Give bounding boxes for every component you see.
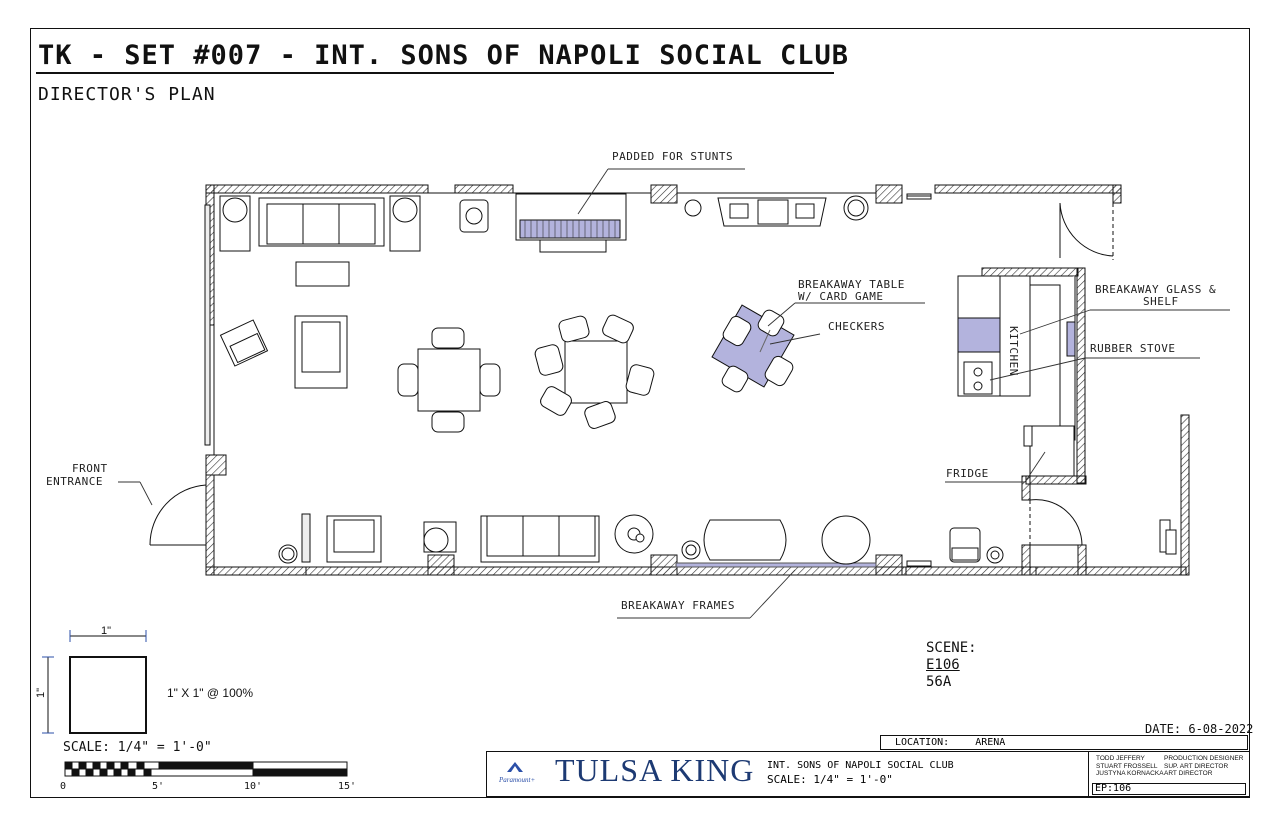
breakaway-frames-label: BREAKAWAY FRAMES	[621, 599, 735, 612]
scene-sub: 56A	[926, 674, 952, 690]
location-label: LOCATION:	[895, 737, 950, 748]
plan-annotations: PADDED FOR STUNTS BREAKAWAY TABLE W/ CAR…	[46, 150, 1216, 612]
credit-role: SUP. ART DIRECTOR	[1164, 762, 1229, 770]
furniture-bottom	[278, 513, 1004, 565]
credit-role: PRODUCTION DESIGNER	[1164, 755, 1244, 762]
title-block-set-name: INT. SONS OF NAPOLI SOCIAL CLUB	[767, 760, 954, 771]
title-block	[486, 751, 1250, 797]
kitchen-block	[957, 275, 1076, 477]
reference-box: 1" 1"	[35, 625, 147, 734]
title-underline	[36, 72, 834, 74]
rubber-stove-label: RUBBER STOVE	[1090, 342, 1175, 355]
scale-tick-0: 0	[60, 781, 67, 792]
front-label: FRONT	[72, 462, 108, 475]
scale-tick-15: 15'	[338, 781, 357, 792]
scale-tick-5: 5'	[152, 781, 165, 792]
title-block-scale: SCALE: 1/4" = 1'-0"	[767, 773, 893, 786]
location-value: ARENA	[975, 737, 1006, 748]
fridge-label: FRIDGE	[946, 467, 989, 480]
doors	[149, 202, 1177, 555]
scale-tick-10: 10'	[244, 781, 263, 792]
drawing-sheet	[30, 28, 1250, 798]
logo-text: Paramount+	[498, 776, 536, 784]
scene-number: E106	[926, 657, 960, 673]
breakaway-glass-label: BREAKAWAY GLASS &	[1095, 283, 1216, 296]
dining-tables	[397, 304, 795, 433]
breakaway-table-label: BREAKAWAY TABLE	[798, 278, 905, 291]
credit-name: JUSTYNA KORNACKA	[1096, 770, 1164, 777]
scene-info: SCENE: E106 56A	[926, 640, 977, 691]
furniture-left	[219, 315, 348, 389]
location-box: LOCATION: ARENA	[880, 735, 1248, 750]
dim-horizontal: 1"	[101, 625, 111, 637]
furniture-top	[219, 193, 869, 287]
scale-bar	[64, 761, 348, 777]
scale-bar-label: SCALE: 1/4" = 1'-0"	[63, 740, 212, 755]
sheet-subtitle: DIRECTOR'S PLAN	[38, 84, 216, 105]
padded-label: PADDED FOR STUNTS	[612, 150, 733, 163]
shelf-label: SHELF	[1143, 295, 1179, 308]
show-name: TULSA KING	[555, 752, 755, 788]
credits-list: TODD JEFFERY PRODUCTION DESIGNER STUART F…	[1096, 755, 1243, 778]
card-game-label: W/ CARD GAME	[798, 290, 883, 303]
scene-label: SCENE:	[926, 640, 977, 656]
credit-name: TODD JEFFERY	[1096, 755, 1145, 762]
drawing-date: DATE: 6-08-2022	[1145, 722, 1254, 736]
credit-name: STUART FROSSELL	[1096, 762, 1158, 770]
paramount-logo: Paramount+	[498, 762, 536, 784]
episode-number: EP:106	[1092, 783, 1246, 795]
title-block-divider	[1088, 751, 1089, 797]
reference-box-caption: 1" X 1" @ 100%	[167, 686, 254, 700]
entrance-label: ENTRANCE	[46, 475, 103, 488]
dim-vertical: 1"	[35, 688, 47, 698]
credit-row: TODD JEFFERY PRODUCTION DESIGNER	[1096, 755, 1243, 763]
checkers-label: CHECKERS	[828, 320, 885, 333]
sheet-title: TK - SET #007 - INT. SONS OF NAPOLI SOCI…	[38, 40, 850, 71]
walls	[204, 184, 1190, 576]
leader-lines	[118, 168, 1230, 619]
kitchen-label: KITCHEN	[1007, 326, 1020, 376]
credit-row: STUART FROSSELL SUP. ART DIRECTOR	[1096, 763, 1243, 771]
credit-role: ART DIRECTOR	[1164, 770, 1213, 777]
